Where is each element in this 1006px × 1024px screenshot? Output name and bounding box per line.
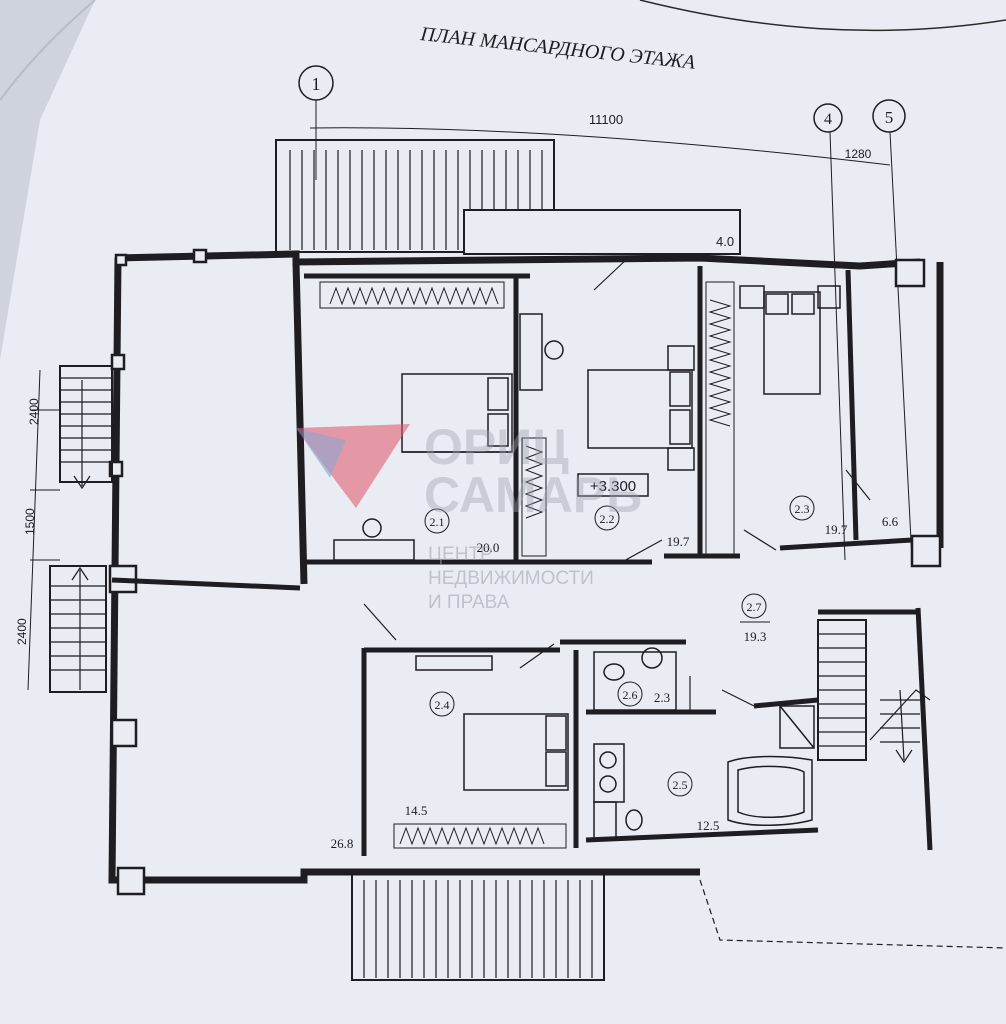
lower-outline-dashed — [699, 879, 1006, 949]
room-tag-2-6: 2.6 2.3 — [617, 681, 670, 707]
dimension-overall: 11100 — [309, 112, 891, 166]
dimension-overall-label: 11100 — [589, 112, 623, 127]
outer-wall-columns — [108, 248, 942, 896]
bed-room-2-4 — [415, 655, 569, 791]
room-area-2-5: 12.5 — [697, 818, 720, 833]
bed-room-2-2 — [587, 345, 695, 471]
room-tag-2-2: 2.2 19.7 — [594, 505, 690, 549]
wardrobes — [319, 281, 735, 849]
watermark-line-4: НЕДВИЖИМОСТИ — [428, 568, 594, 589]
terrace-bottom — [351, 871, 605, 981]
watermark-blue-shape — [296, 428, 346, 478]
door-swings — [363, 257, 871, 710]
balcony-top-area: 4.0 — [716, 234, 734, 249]
axis-label-4: 4 — [824, 111, 832, 128]
room-area-2-6: 2.3 — [654, 690, 670, 705]
watermark-line-3: ЦЕНТР — [428, 544, 493, 565]
watermark-line-1: ОРИЦ — [424, 419, 569, 475]
dimension-chain-left: 2400 1500 2400 — [15, 369, 60, 691]
loggia-right-area: 6.6 — [882, 514, 899, 529]
desk-room-2-1 — [333, 518, 415, 561]
paper-edge — [0, 0, 96, 101]
watermark-line-5: И ПРАВА — [428, 592, 510, 613]
watermark-red-shape — [296, 424, 410, 508]
dim-left-top: 2400 — [27, 398, 41, 425]
bed-room-2-1 — [401, 373, 513, 453]
dimension-4-5: 1280 — [845, 147, 872, 161]
room-area-2-3: 19.7 — [825, 522, 848, 537]
room-id-2-6: 2.6 — [623, 688, 638, 702]
dim-left-mid: 1500 — [23, 508, 37, 535]
room-id-2-7: 2.7 — [747, 600, 762, 614]
room-area-2-7: 19.3 — [744, 629, 767, 644]
dimension-4-5-label: 1280 — [845, 147, 872, 161]
room-tag-2-4: 2.4 14.5 — [405, 691, 455, 818]
axis-label-5: 5 — [885, 108, 894, 127]
room-id-2-1: 2.1 — [430, 515, 445, 529]
bed-room-2-3 — [739, 285, 841, 395]
axis-marker-5: 5 — [872, 99, 913, 561]
room-id-2-4: 2.4 — [435, 698, 450, 712]
room-id-2-2: 2.2 — [600, 512, 615, 526]
stairs-right — [817, 619, 931, 764]
desk-room-2-2 — [519, 313, 564, 391]
room-tag-2-1: 2.1 20.0 — [424, 508, 500, 555]
level-mark: +3.300 — [577, 473, 649, 497]
watermark-line-2: САМАРЬ — [424, 467, 642, 523]
room-id-2-5: 2.5 — [673, 778, 688, 792]
room-tag-2-5: 2.5 12.5 — [667, 771, 720, 833]
bathroom-fixtures — [593, 647, 815, 841]
terrace-left-area: 26.8 — [331, 836, 354, 851]
room-tag-2-7: 2.7 19.3 — [740, 593, 770, 644]
room-area-2-4: 14.5 — [405, 803, 428, 818]
level-mark-label: +3.300 — [590, 478, 636, 495]
watermark-logo: ОРИЦ САМАРЬ ЦЕНТР НЕДВИЖИМОСТИ И ПРАВА — [296, 419, 642, 613]
balcony-top: 4.0 — [275, 139, 741, 255]
room-id-2-3: 2.3 — [795, 502, 810, 516]
dim-left-bottom: 2400 — [15, 618, 29, 645]
stairs-left — [49, 365, 113, 693]
frame-line — [639, 0, 1006, 32]
room-area-2-2: 19.7 — [667, 534, 690, 549]
axis-marker-4: 4 — [813, 103, 846, 561]
interior-walls — [111, 266, 933, 856]
room-area-2-1: 20.0 — [477, 540, 500, 555]
room-tag-2-3: 2.3 19.7 — [789, 495, 848, 537]
axis-label-1: 1 — [312, 74, 321, 94]
